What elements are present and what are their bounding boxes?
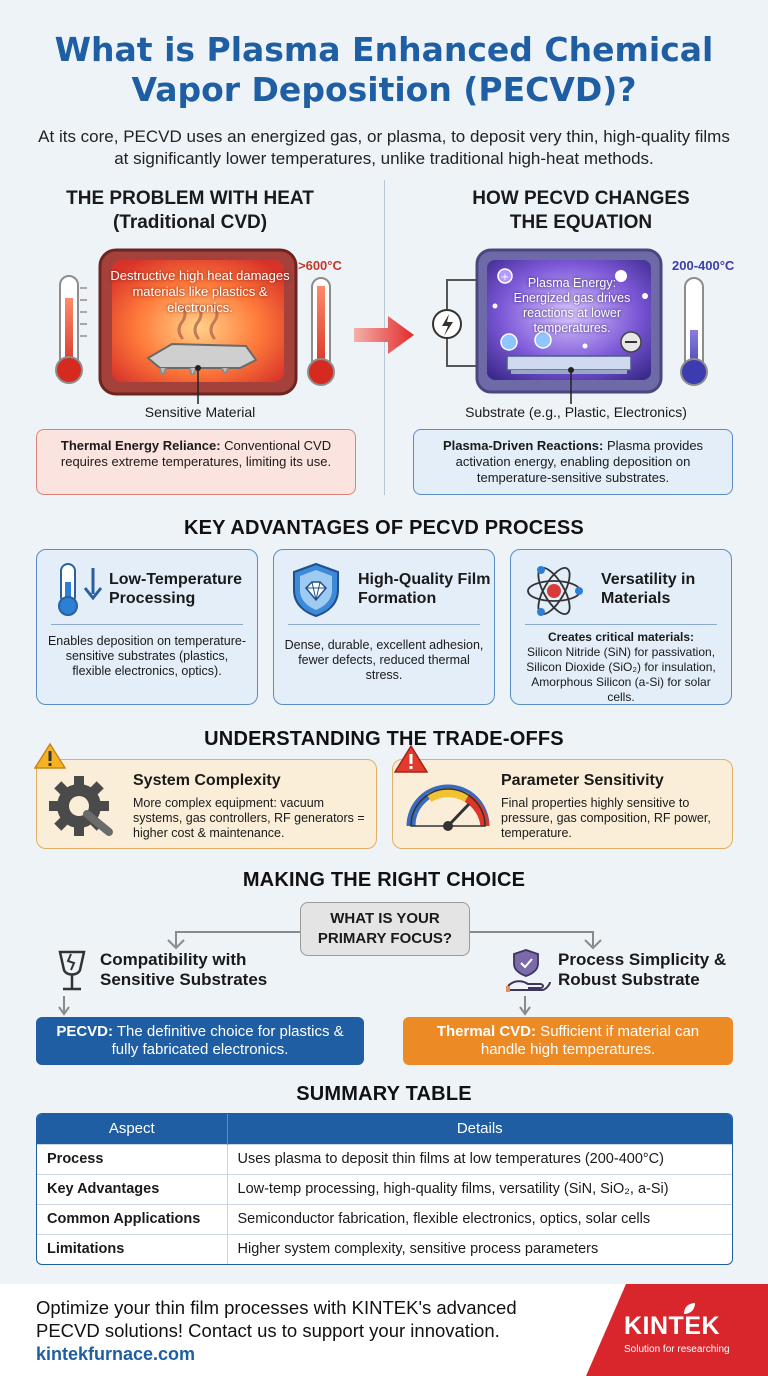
page-title: What is Plasma Enhanced Chemical Vapor D… [54,30,714,109]
thermometer-low-icon [680,277,708,386]
warning-red-icon [394,744,428,773]
left-result-pecvd: PECVD: The definitive choice for plastic… [36,1017,364,1065]
intro-text: At its core, PECVD uses an energized gas… [38,127,730,168]
right-result-thermal-cvd: Thermal CVD: Sufficient if material can … [403,1017,733,1065]
right-choice-label: Process Simplicity & Robust Substrate [558,950,727,989]
left-temperature-label: >600°C [298,258,342,273]
left-choice-label: Compatibility with Sensitive Substrates [100,950,268,989]
gauge-icon [406,784,490,831]
table-row: Limitations Higher system complexity, se… [37,1233,732,1264]
table-row: Common Applications Semiconductor fabric… [37,1203,732,1234]
table-header-aspect: Aspect [37,1114,228,1144]
tradeoff-title: Parameter Sensitivity [501,772,664,789]
table-cell-aspect: Key Advantages [37,1173,228,1204]
left-note: Thermal Energy Reliance: Conventional CV… [36,429,356,495]
tradeoff-title: System Complexity [133,772,281,789]
summary-table: Aspect Details Process Uses plasma to de… [36,1113,733,1265]
primary-focus-question: WHAT IS YOUR PRIMARY FOCUS? [300,902,470,956]
warning-icon [34,742,66,769]
oven-illustration [55,248,335,404]
oven-text: Destructive high heat damages materials … [110,268,290,315]
thermometer-down-icon [58,563,103,616]
footer-url-link[interactable]: kintekfurnace.com [36,1344,196,1364]
svg-text:+: + [501,272,509,283]
chamber-text: Plasma Energy: Energized gas drives reac… [513,276,631,335]
right-temperature-label: 200-400°C [672,258,735,273]
table-cell-aspect: Limitations [37,1233,228,1264]
footer: Optimize your thin film processes with K… [0,1284,768,1376]
table-header-details: Details [227,1114,732,1144]
divider [525,624,717,625]
table-cell-aspect: Process [37,1143,228,1174]
table-cell-details: Higher system complexity, sensitive proc… [227,1233,732,1264]
advantage-text: Creates critical materials:Silicon Nitri… [526,630,716,704]
shield-diamond-icon [293,562,339,618]
hand-shield-icon [506,949,551,992]
gear-wrench-icon [49,776,113,836]
brand-logo: KINTEK [624,1312,721,1340]
right-column-title: HOW PECVD CHANGES THE EQUATION [472,188,690,233]
tradeoff-card-complexity: System Complexity More complex equipment… [36,759,377,849]
choice-title: MAKING THE RIGHT CHOICE [242,869,526,891]
right-arrow-icon [354,316,414,354]
thermometer-hot-right-icon [307,277,335,386]
thermometer-hot-left-icon [55,275,87,384]
table-cell-details: Low-temp processing, high-quality films,… [227,1173,732,1204]
right-note: Plasma-Driven Reactions: Plasma provides… [413,429,733,495]
table-cell-details: Uses plasma to deposit thin films at low… [227,1143,732,1174]
table-cell-aspect: Common Applications [37,1203,228,1234]
advantage-card-versatility: Versatility in Materials Creates critica… [510,549,732,705]
atom-icon [527,566,583,616]
leaf-icon [684,1303,695,1314]
brand-banner [586,1284,768,1376]
tradeoff-text: More complex equipment: vacuum systems, … [133,796,365,840]
left-caption: Sensitive Material [144,404,256,420]
advantage-card-quality: High-Quality Film Formation Dense, durab… [273,549,495,705]
footer-cta: Optimize your thin film processes with K… [36,1297,517,1341]
brand-tagline: Solution for researching [624,1344,730,1355]
plasma-particles: + [492,268,648,353]
tradeoffs-title: UNDERSTANDING THE TRADE-OFFS [204,728,564,750]
decision-connectors [58,931,602,1016]
plasma-chamber-illustration: + [432,248,708,404]
tradeoff-card-sensitivity: Parameter Sensitivity Final properties h… [392,759,733,849]
right-caption: Substrate (e.g., Plastic, Electronics) [465,404,687,420]
tradeoff-text: Final properties highly sensitive to pre… [501,796,711,840]
divider [288,624,480,625]
power-source-icon [432,279,483,367]
table-row: Process Uses plasma to deposit thin film… [37,1143,732,1174]
divider [51,624,243,625]
advantage-title: Versatility in Materials [601,571,696,607]
advantage-title: Low-Temperature Processing [109,571,243,607]
advantages-title: KEY ADVANTAGES OF PECVD PROCESS [184,517,584,539]
left-column-title: THE PROBLEM WITH HEAT (Traditional CVD) [66,188,314,233]
advantage-card-low-temp: Low-Temperature Processing Enables depos… [36,549,258,705]
fragile-glass-icon [58,950,86,991]
advantage-title: High-Quality Film Formation [358,571,491,607]
table-row: Key Advantages Low-temp processing, high… [37,1173,732,1204]
advantage-text: Enables deposition on temperature-sensit… [47,634,247,678]
advantage-text: Dense, durable, excellent adhesion, fewe… [284,638,484,682]
summary-title: SUMMARY TABLE [296,1083,472,1105]
table-cell-details: Semiconductor fabrication, flexible elec… [227,1203,732,1234]
